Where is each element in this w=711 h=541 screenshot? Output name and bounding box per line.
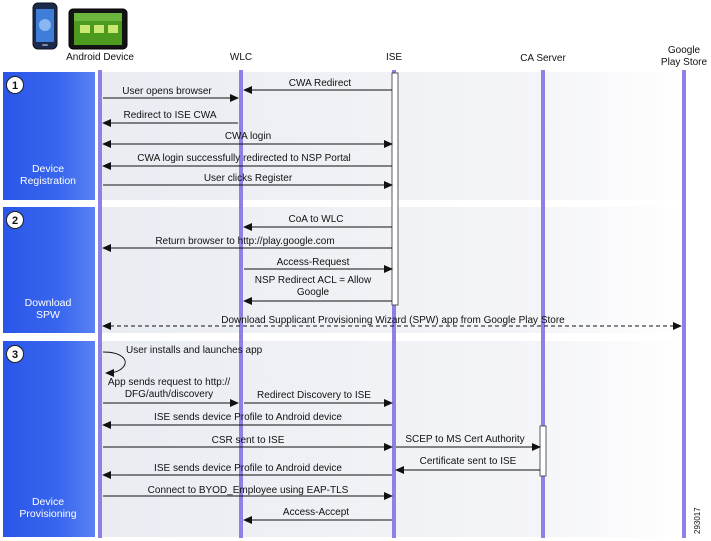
message-2: User opens browser bbox=[103, 86, 239, 102]
phase-1-number-badge bbox=[6, 76, 24, 94]
message-19: ISE sends device Profile to Android devi… bbox=[102, 463, 392, 479]
message-16: CSR sent to ISE bbox=[103, 435, 393, 451]
message-21: Access-Accept bbox=[243, 507, 392, 524]
android-tablet-icon bbox=[68, 8, 128, 50]
message-7: CoA to WLC bbox=[243, 214, 392, 231]
message-17-label: SCEP to MS Cert Authority bbox=[405, 434, 524, 445]
phase-1-number: 1 bbox=[12, 80, 18, 92]
phase-3-number: 3 bbox=[12, 349, 18, 361]
phase-2-number-badge bbox=[6, 211, 24, 229]
message-13: App sends request to http://DFG/auth/dis… bbox=[103, 377, 239, 407]
message-3-label: Redirect to ISE CWA bbox=[124, 110, 217, 121]
message-7-label: CoA to WLC bbox=[288, 214, 343, 225]
message-11-label: Download Supplicant Provisioning Wizard … bbox=[221, 315, 565, 326]
message-1-label: CWA Redirect bbox=[289, 78, 352, 89]
message-8: Return browser to http://play.google.com bbox=[102, 236, 392, 252]
android-phone-icon bbox=[32, 2, 58, 50]
message-2-label: User opens browser bbox=[122, 86, 212, 97]
message-20-label: Connect to BYOD_Employee using EAP-TLS bbox=[148, 485, 349, 496]
message-6: User clicks Register bbox=[103, 173, 393, 189]
message-12: User installs and launches app bbox=[102, 345, 263, 377]
participant-wlc-label: WLC bbox=[230, 52, 252, 63]
message-13-label: App sends request to http://DFG/auth/dis… bbox=[108, 377, 231, 400]
message-19-label: ISE sends device Profile to Android devi… bbox=[154, 463, 342, 474]
message-4: CWA login bbox=[102, 131, 393, 148]
message-17: SCEP to MS Cert Authority bbox=[396, 434, 541, 451]
message-3: Redirect to ISE CWA bbox=[102, 110, 238, 127]
message-5: CWA login successfully redirected to NSP… bbox=[102, 153, 392, 170]
message-6-label: User clicks Register bbox=[204, 173, 293, 184]
message-16-label: CSR sent to ISE bbox=[212, 435, 285, 446]
ca-activation-bar bbox=[539, 425, 547, 477]
message-15: ISE sends device Profile to Android devi… bbox=[102, 412, 392, 429]
ise-activation-bar bbox=[391, 72, 399, 306]
message-9-label: Access-Request bbox=[277, 257, 350, 268]
participant-android-label: Android Device bbox=[66, 52, 134, 63]
message-18: Certificate sent to ISE bbox=[395, 456, 540, 474]
message-14: Redirect Discovery to ISE bbox=[244, 390, 393, 407]
message-5-label: CWA login successfully redirected to NSP… bbox=[137, 153, 350, 164]
message-20: Connect to BYOD_Employee using EAP-TLS bbox=[103, 485, 393, 500]
message-12-arrow bbox=[102, 351, 126, 377]
message-4-label: CWA login bbox=[225, 131, 271, 142]
message-15-label: ISE sends device Profile to Android devi… bbox=[154, 412, 342, 423]
message-1: CWA Redirect bbox=[243, 78, 392, 94]
participant-ca-label: CA Server bbox=[520, 53, 566, 64]
phase-2-number: 2 bbox=[12, 215, 18, 227]
message-9: Access-Request bbox=[244, 257, 393, 273]
figure-id: 293017 bbox=[693, 507, 702, 534]
message-8-label: Return browser to http://play.google.com bbox=[155, 236, 334, 247]
message-21-label: Access-Accept bbox=[283, 507, 349, 518]
participant-ise-label: ISE bbox=[386, 52, 402, 63]
message-14-label: Redirect Discovery to ISE bbox=[257, 390, 371, 401]
message-11: Download Supplicant Provisioning Wizard … bbox=[102, 315, 682, 330]
message-18-label: Certificate sent to ISE bbox=[420, 456, 517, 467]
message-12-label: User installs and launches app bbox=[126, 345, 263, 356]
phase-3-number-badge bbox=[6, 345, 24, 363]
